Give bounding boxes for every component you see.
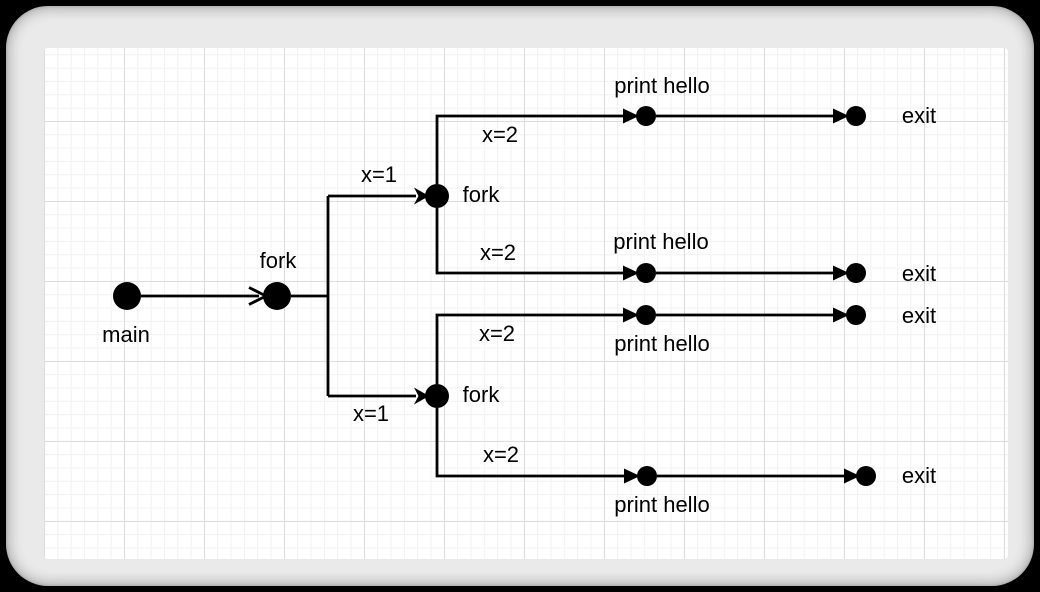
window-frame xyxy=(6,6,1034,586)
drawing-canvas-grid xyxy=(44,48,1008,559)
